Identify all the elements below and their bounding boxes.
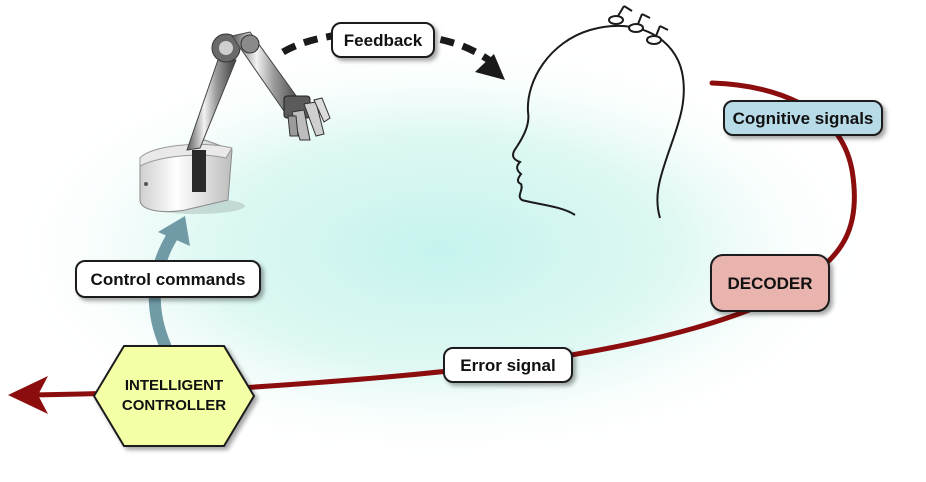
cognitive-signals-label: Cognitive signals	[733, 109, 874, 128]
human-head-icon	[512, 5, 685, 219]
control-commands-label: Control commands	[91, 270, 246, 289]
loop-arrowhead	[8, 376, 48, 414]
cognitive-signals-box	[723, 100, 883, 136]
intelligent-controller-box	[92, 345, 256, 447]
decoder-box	[710, 254, 830, 312]
electrodes-icon	[608, 5, 669, 45]
feedback-label-box	[331, 22, 435, 58]
feedback-arrowhead	[475, 54, 505, 80]
robot-arm-icon	[139, 31, 331, 214]
feedback-arrow	[281, 28, 499, 69]
control-commands-box	[75, 260, 261, 298]
error-signal-box	[443, 347, 573, 383]
controller-label-line2: CONTROLLER	[122, 397, 226, 414]
control-command-arrowhead	[158, 216, 190, 246]
decoder-label: DECODER	[727, 274, 812, 293]
feedback-label: Feedback	[344, 31, 423, 50]
error-signal-label: Error signal	[460, 356, 555, 375]
controller-label-line1: INTELLIGENT	[125, 377, 223, 394]
